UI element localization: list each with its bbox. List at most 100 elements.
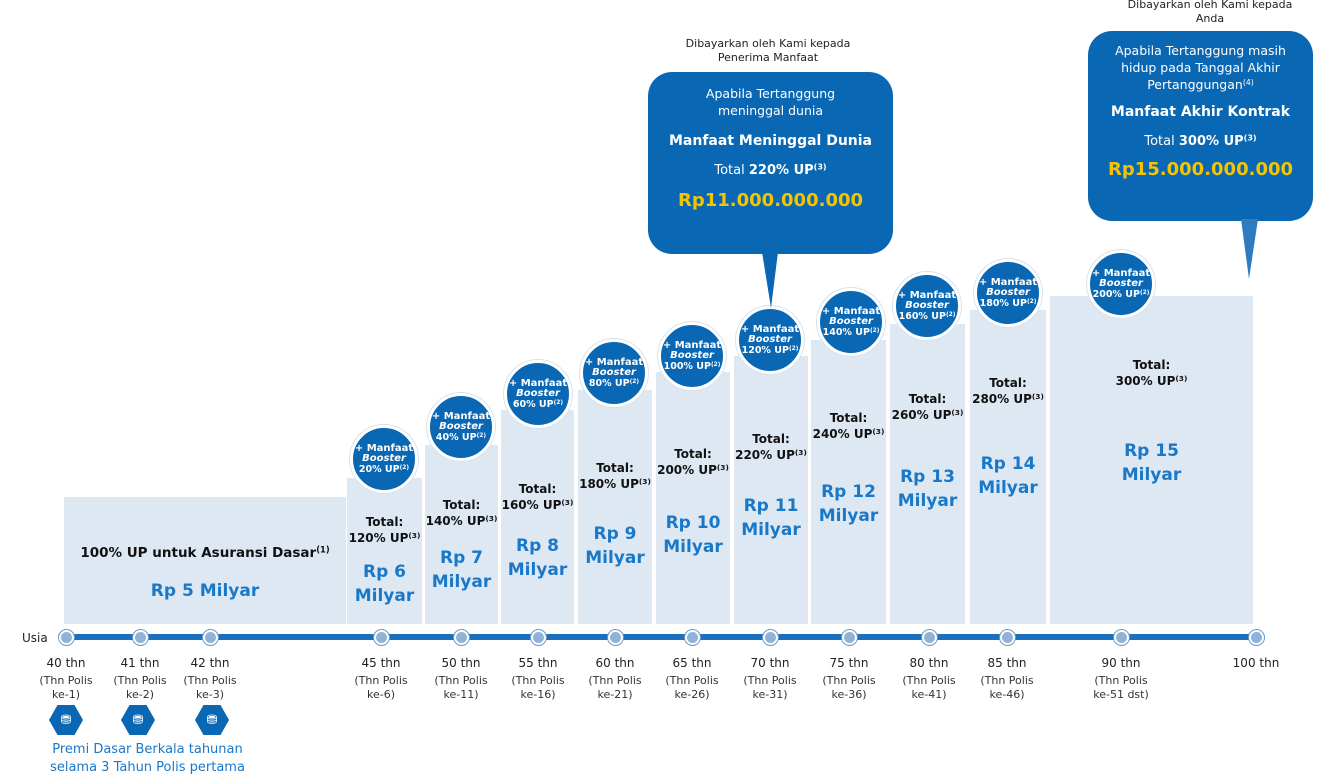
timeline-dot	[1000, 630, 1015, 645]
booster-pct: 180% UP(2)	[979, 297, 1037, 309]
step-total-1: Total:120% UP(3)	[341, 514, 428, 546]
base-title: 100% UP untuk Asuransi Dasar(1)	[80, 544, 330, 561]
coin-stack-icon: ⛃	[121, 705, 155, 735]
booster-word: Booster	[986, 287, 1030, 299]
step-block-7	[811, 340, 886, 624]
total-pct: 160% UP(3)	[501, 498, 574, 513]
step-amount-5: Rp 10 Milyar	[656, 512, 730, 560]
amount-line2: Milyar	[507, 559, 568, 580]
step-total-4: Total:180% UP(3)	[572, 460, 658, 492]
booster-label: + Manfaat	[431, 410, 491, 422]
booster-pct: 20% UP(2)	[358, 463, 410, 475]
booster-word: Booster	[516, 388, 560, 400]
timeline-dot	[374, 630, 389, 645]
booster-label: + Manfaat	[584, 356, 644, 368]
booster-pct: 200% UP(2)	[1092, 288, 1150, 300]
timeline-dot	[608, 630, 623, 645]
total-pct: 220% UP(3)	[735, 448, 807, 463]
base-amount: Rp 5 Milyar	[150, 581, 260, 601]
amount-line2: Milyar	[354, 585, 415, 606]
amount-line1: Rp 10	[665, 513, 721, 533]
step-block-4	[578, 390, 652, 624]
step-block-8	[890, 324, 965, 624]
booster-label: + Manfaat	[508, 377, 568, 389]
age-label: 41 thn	[120, 656, 160, 670]
step-block-5	[656, 372, 730, 624]
amount-line2: Milyar	[978, 477, 1038, 498]
amount-line1: Rp 8	[515, 536, 559, 556]
amount-line1: Rp 11	[743, 496, 799, 516]
timeline-dot	[922, 630, 937, 645]
amount-line1: Rp 15	[1124, 441, 1179, 461]
total-label: Total:	[989, 376, 1027, 390]
coin-stack-icon: ⛃	[195, 705, 229, 735]
maturity-caption: Dibayarkan oleh Kami kepada Anda	[1127, 0, 1293, 26]
total-label: Total:	[518, 482, 557, 496]
timeline-dot	[1249, 630, 1264, 645]
age-label: 85 thn	[987, 656, 1027, 670]
maturity-callout: Apabila Tertanggung masih hidup pada Tan…	[1088, 31, 1313, 221]
age-label: 90 thn	[1101, 656, 1141, 670]
timeline-dot	[454, 630, 469, 645]
step-block-1	[347, 478, 422, 624]
amount-line1: Rp 7	[439, 548, 483, 568]
age-label: 45 thn	[361, 656, 401, 670]
amount-line2: Milyar	[897, 490, 958, 511]
age-label: 65 thn	[672, 656, 712, 670]
booster-label: + Manfaat	[821, 305, 881, 317]
total-pct: 260% UP(3)	[891, 408, 964, 423]
step-amount-8: Rp 13 Milyar	[890, 466, 965, 514]
total-label: Total:	[829, 411, 868, 425]
total-label: Total:	[442, 498, 481, 512]
total-label: Total:	[752, 432, 790, 446]
coin-stack-icon: ⛃	[49, 705, 83, 735]
amount-line2: Milyar	[431, 571, 492, 592]
amount-line2: Milyar	[818, 505, 879, 526]
premium-note: Premi Dasar Berkala tahunan selama 3 Tah…	[50, 742, 245, 775]
age-label: 75 thn	[829, 656, 869, 670]
age-label: 70 thn	[750, 656, 790, 670]
age-label: 60 thn	[595, 656, 635, 670]
timeline-dot	[685, 630, 700, 645]
step-block-2	[425, 445, 498, 624]
maturity-pointer	[1241, 219, 1258, 279]
amount-line1: Rp 13	[900, 467, 955, 487]
amount-line2: Milyar	[663, 536, 723, 557]
booster-label: + Manfaat	[1091, 267, 1151, 279]
step-total-10: Total:300% UP(3)	[1044, 357, 1259, 389]
step-amount-2: Rp 7 Milyar	[425, 547, 498, 595]
step-block-6	[734, 356, 808, 624]
step-total-9: Total:280% UP(3)	[964, 375, 1052, 407]
booster-label: + Manfaat	[354, 442, 414, 454]
axis-label: Usia	[22, 631, 48, 645]
booster-word: Booster	[1099, 278, 1143, 290]
booster-pct: 160% UP(2)	[898, 310, 956, 322]
amount-line2: Milyar	[741, 519, 801, 540]
age-label: 50 thn	[441, 656, 481, 670]
total-label: Total:	[674, 447, 712, 461]
step-total-7: Total:240% UP(3)	[805, 410, 892, 442]
death-caption: Dibayarkan oleh Kami kepada Penerima Man…	[685, 37, 851, 65]
age-label: 100 thn	[1232, 656, 1280, 670]
death-amount: Rp11.000.000.000	[677, 189, 864, 211]
total-label: Total:	[908, 392, 947, 406]
maturity-amount: Rp15.000.000.000	[1107, 158, 1294, 180]
timeline-dot	[531, 630, 546, 645]
